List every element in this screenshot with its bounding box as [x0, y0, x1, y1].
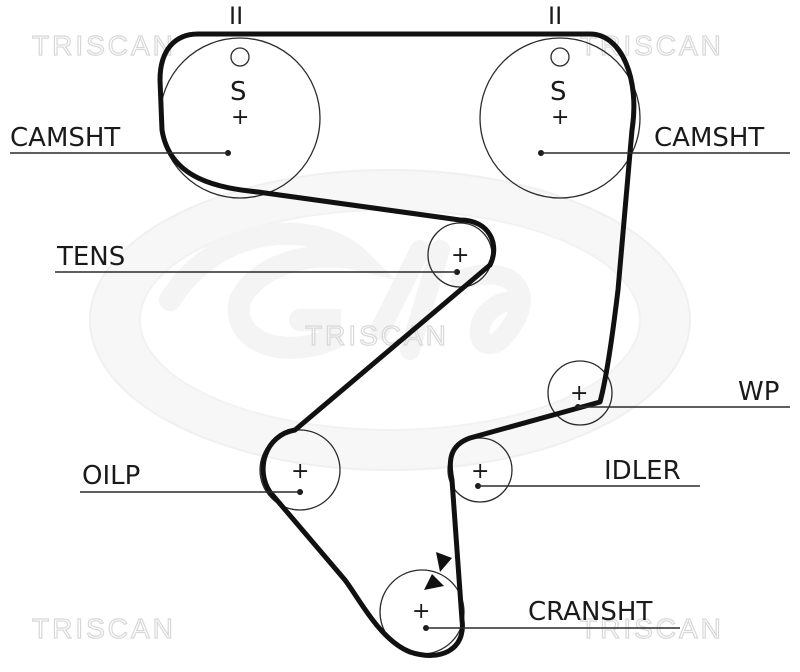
center-mark-crankshaft: +: [412, 599, 430, 624]
watermark-top-left: TRISCAN: [32, 30, 176, 61]
sprocket-letter-left: S: [230, 77, 247, 107]
label-camshaft-left: CAMSHT: [10, 123, 120, 153]
label-camshaft-right: CAMSHT: [654, 123, 764, 153]
watermark-bottom-left: TRISCAN: [32, 613, 176, 644]
center-mark-right-cam-upper: +: [551, 105, 569, 130]
background-logo-watermark: [89, 169, 691, 471]
camshaft-right-timing-hole: [550, 47, 570, 67]
label-oil-pump: OILP: [82, 461, 140, 491]
rotation-direction-arrow: [424, 552, 452, 590]
label-water-pump: WP: [738, 377, 779, 407]
camshaft-left-timing-hole: [230, 47, 250, 67]
label-idler: IDLER: [604, 456, 681, 486]
component-labels: CAMSHT CAMSHT TENS OILP WP IDLER CRANSHT: [10, 123, 779, 627]
timing-mark-right: II: [548, 2, 562, 30]
idler-pulley: [447, 437, 513, 503]
camshaft-right-pulley: [479, 37, 641, 199]
center-mark-left-cam-upper: +: [231, 105, 249, 130]
timing-mark-left: II: [229, 2, 243, 30]
timing-marks: II II S S + +: [229, 2, 569, 130]
center-mark-oil-pump: +: [291, 459, 309, 484]
label-crankshaft: CRANSHT: [528, 597, 652, 627]
oil-pump-pulley: [259, 429, 341, 511]
watermarks: TRISCAN TRISCAN TRISCAN TRISCAN TRISCAN: [31, 29, 721, 644]
sprocket-letter-right: S: [550, 77, 567, 107]
center-mark-water-pump: +: [570, 381, 588, 406]
timing-belt: [157, 31, 637, 658]
watermark-center: TRISCAN: [305, 320, 449, 351]
pulley-center-marks: + + + + +: [225, 150, 588, 631]
center-mark-idler: +: [471, 459, 489, 484]
label-tensioner: TENS: [56, 242, 125, 272]
water-pump-pulley: [547, 360, 613, 426]
pulleys: [159, 37, 641, 655]
center-mark-tensioner: +: [451, 243, 469, 268]
leader-lines: [10, 152, 790, 629]
